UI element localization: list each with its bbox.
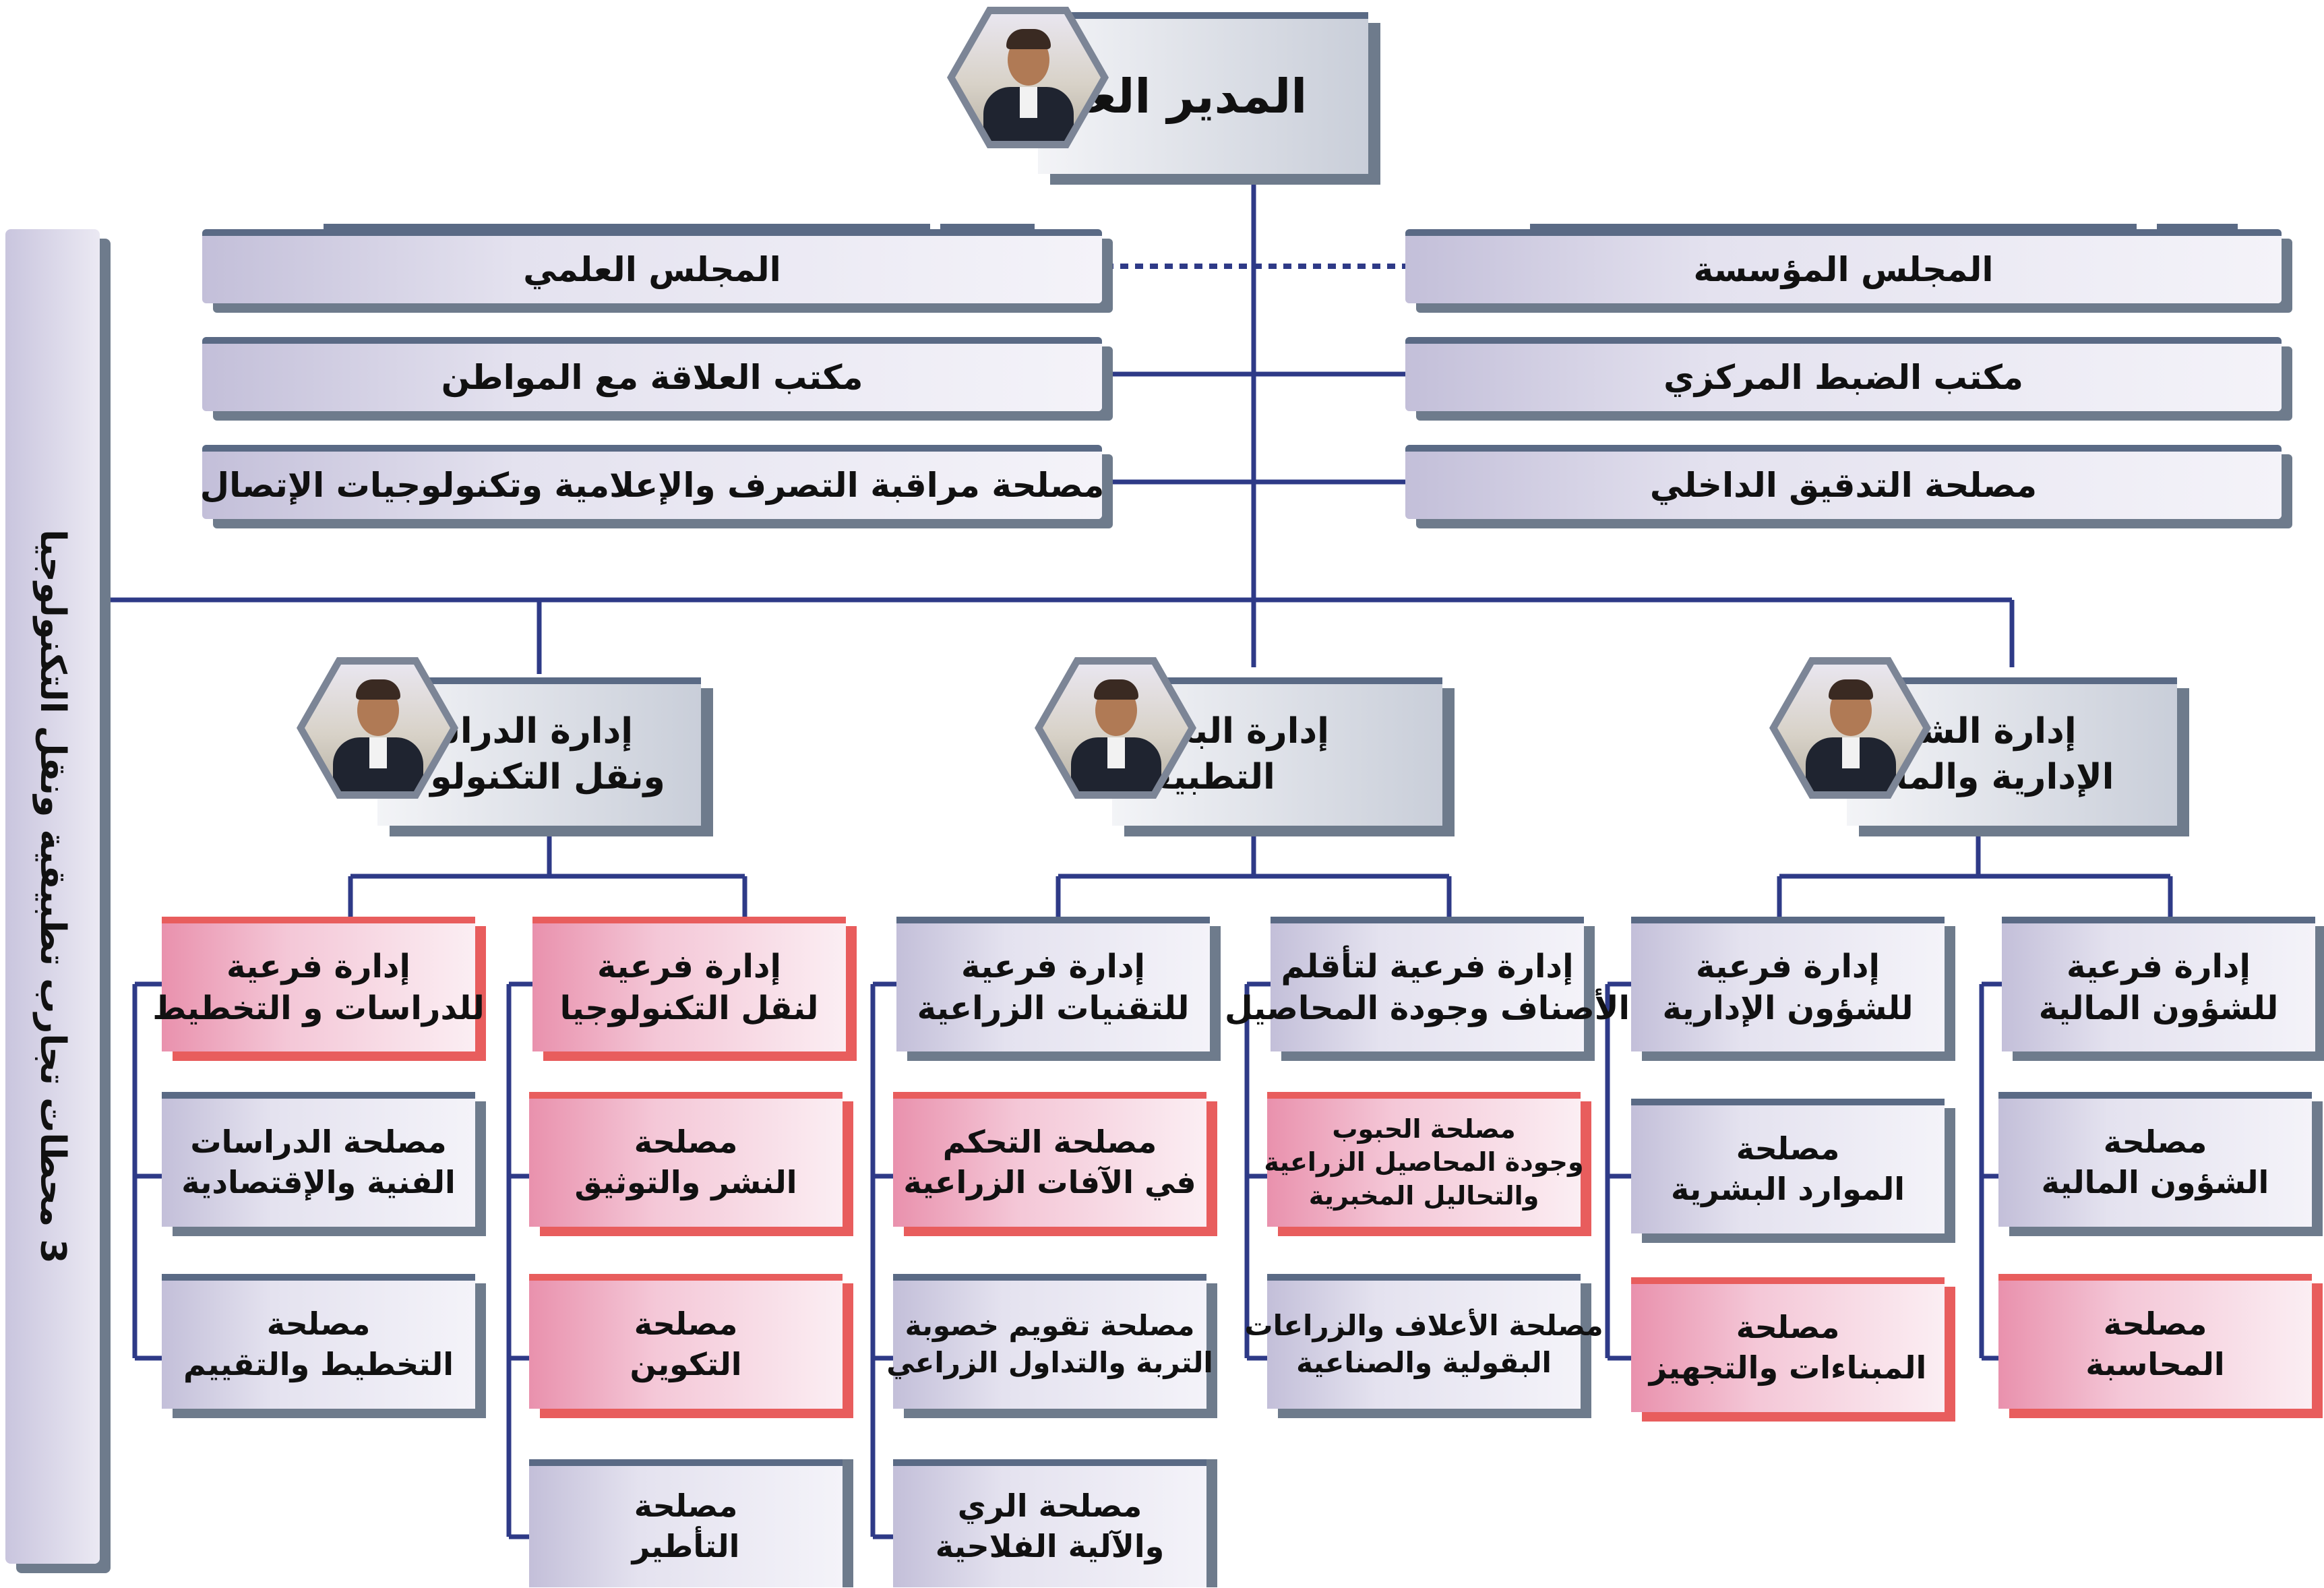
accounting-service-line2: المحاسبة [2085, 1346, 2225, 1382]
supervision-service-line1: مصلحة [634, 1488, 738, 1525]
publishing-service-line1: مصلحة [634, 1124, 738, 1161]
buildings-service-line2: المبناءات والتجهيز [1649, 1349, 1927, 1386]
citizen-relations-office-label: مكتب العلاقة مع المواطن [441, 357, 863, 397]
pest-control-service-line2: في الآفات الزراعية [903, 1164, 1196, 1200]
planning-evaluation-service-line2: التخطيط والتقييم [183, 1346, 454, 1382]
foundation-council-label: المجلس المؤسسة [1693, 249, 1994, 289]
central-control-office-box[interactable]: مكتب الضبط المركزي [1405, 337, 2282, 411]
accounting-service-line1: مصلحة [2103, 1306, 2207, 1343]
soil-fertility-service-line1: مصلحة تقويم خصوبة [905, 1309, 1195, 1343]
grains-service-line3: والتحاليل المخبرية [1308, 1180, 1539, 1211]
internal-audit-service-label: مصلحة التدقيق الداخلي [1649, 465, 2038, 505]
studies-planning-subdirection-line1: إدارة فرعية [226, 947, 410, 985]
internal-audit-service-box[interactable]: مصلحة التدقيق الداخلي [1405, 445, 2282, 519]
planning-evaluation-service-box[interactable]: مصلحة التخطيط والتقييم [162, 1274, 475, 1409]
grains-service-line1: مصلحة الحبوب [1332, 1113, 1516, 1144]
supervision-service-box[interactable]: مصلحة التأطير [529, 1459, 843, 1587]
irrigation-service-box[interactable]: مصلحة الري والآلية الفلاحية [893, 1459, 1206, 1587]
studies-department-head-photo [297, 657, 458, 799]
pest-control-service-line1: مصلحة التحكم [942, 1124, 1157, 1161]
agri-tech-subdirection-line2: للتقنيات الزراعية [917, 989, 1190, 1027]
buildings-service-box[interactable]: مصلحة المبناءات والتجهيز [1631, 1277, 1945, 1412]
training-service-line2: التكوين [630, 1346, 742, 1382]
acclimatization-subdirection-box[interactable]: إدارة فرعية لتأقلم الأصناف وجودة المحاصي… [1225, 917, 1630, 1051]
planning-evaluation-service-line1: مصلحة [266, 1306, 371, 1343]
training-service-box[interactable]: مصلحة التكوين [529, 1274, 843, 1409]
research-department-head-photo [1035, 657, 1196, 799]
fodder-service-line1: مصلحة الأعلاف والزراعات [1244, 1309, 1603, 1343]
fodder-service-box[interactable]: مصلحة الأعلاف والزراعات البقولية والصناع… [1244, 1274, 1603, 1409]
tech-transfer-subdirection-box[interactable]: إدارة فرعية لنقل التكنولوجيا [532, 917, 846, 1051]
admin-affairs-subdirection-line1: إدارة فرعية [1696, 947, 1880, 985]
financial-affairs-subdirection-line1: إدارة فرعية [2067, 947, 2251, 985]
human-resources-service-line2: الموارد البشرية [1671, 1171, 1905, 1207]
financial-affairs-service-box[interactable]: مصلحة الشؤون المالية [1998, 1092, 2312, 1227]
grains-service-line2: وجودة المحاصيل الزراعية [1264, 1147, 1584, 1178]
admin-affairs-subdirection-box[interactable]: إدارة فرعية للشؤون الإدارية [1631, 917, 1945, 1051]
admin-affairs-subdirection-line2: للشؤون الإدارية [1662, 989, 1914, 1027]
financial-affairs-service-line1: مصلحة [2103, 1124, 2207, 1161]
studies-planning-subdirection-line2: للدراسات و التخطيط [152, 989, 485, 1027]
buildings-service-line1: مصلحة [1736, 1309, 1840, 1346]
management-control-service-label: مصلحة مراقبة التصرف والإعلامية وتكنولوجي… [200, 465, 1105, 505]
agri-tech-subdirection-line1: إدارة فرعية [961, 947, 1145, 985]
training-service-line1: مصلحة [634, 1306, 738, 1343]
admin-department-head-photo [1769, 657, 1931, 799]
agri-tech-subdirection-box[interactable]: إدارة فرعية للتقنيات الزراعية [896, 917, 1210, 1051]
irrigation-service-line1: مصلحة الري [957, 1488, 1142, 1525]
tech-transfer-subdirection-line1: إدارة فرعية [597, 947, 781, 985]
financial-affairs-subdirection-line2: للشؤون المالية [2038, 989, 2279, 1027]
tech-econ-studies-service-line1: مصلحة الدراسات [190, 1124, 447, 1161]
foundation-council-box[interactable]: المجلس المؤسسة [1405, 229, 2282, 303]
director-photo [947, 7, 1109, 148]
tech-econ-studies-service-line2: الفنية والإقتصادية [181, 1164, 456, 1200]
human-resources-service-line1: مصلحة [1736, 1130, 1840, 1167]
publishing-service-box[interactable]: مصلحة النشر والتوثيق [529, 1092, 843, 1227]
scientific-council-box[interactable]: المجلس العلمي [202, 229, 1102, 303]
accounting-service-box[interactable]: مصلحة المحاسبة [1998, 1274, 2312, 1409]
human-resources-service-box[interactable]: مصلحة الموارد البشرية [1631, 1099, 1945, 1233]
financial-affairs-subdirection-box[interactable]: إدارة فرعية للشؤون المالية [2002, 917, 2315, 1051]
supervision-service-line2: التأطير [632, 1528, 740, 1564]
acclimatization-subdirection-line1: إدارة فرعية لتأقلم [1281, 947, 1574, 985]
experimental-stations-label: 3 محطات تجارب تطبيقية ونقل التكنولوجيا [32, 529, 73, 1264]
studies-planning-subdirection-box[interactable]: إدارة فرعية للدراسات و التخطيط [152, 917, 485, 1051]
grains-service-box[interactable]: مصلحة الحبوب وجودة المحاصيل الزراعية وال… [1264, 1092, 1584, 1227]
tech-econ-studies-service-box[interactable]: مصلحة الدراسات الفنية والإقتصادية [162, 1092, 475, 1227]
irrigation-service-line2: والآلية الفلاحية [935, 1528, 1165, 1564]
soil-fertility-service-line2: التربة والتداول الزراعي [886, 1346, 1213, 1379]
scientific-council-label: المجلس العلمي [523, 249, 781, 289]
financial-affairs-service-line2: الشؤون المالية [2041, 1164, 2269, 1200]
publishing-service-line2: النشر والتوثيق [574, 1164, 797, 1200]
management-control-service-box[interactable]: مصلحة مراقبة التصرف والإعلامية وتكنولوجي… [200, 445, 1105, 519]
acclimatization-subdirection-line2: الأصناف وجودة المحاصيل [1225, 989, 1630, 1027]
soil-fertility-service-box[interactable]: مصلحة تقويم خصوبة التربة والتداول الزراع… [886, 1274, 1213, 1409]
central-control-office-label: مكتب الضبط المركزي [1663, 357, 2023, 397]
tech-transfer-subdirection-line2: لنقل التكنولوجيا [559, 989, 819, 1027]
experimental-stations-panel: 3 محطات تجارب تطبيقية ونقل التكنولوجيا [5, 229, 100, 1564]
pest-control-service-box[interactable]: مصلحة التحكم في الآفات الزراعية [893, 1092, 1206, 1227]
fodder-service-line2: البقولية والصناعية [1296, 1346, 1552, 1379]
citizen-relations-office-box[interactable]: مكتب العلاقة مع المواطن [202, 337, 1102, 411]
